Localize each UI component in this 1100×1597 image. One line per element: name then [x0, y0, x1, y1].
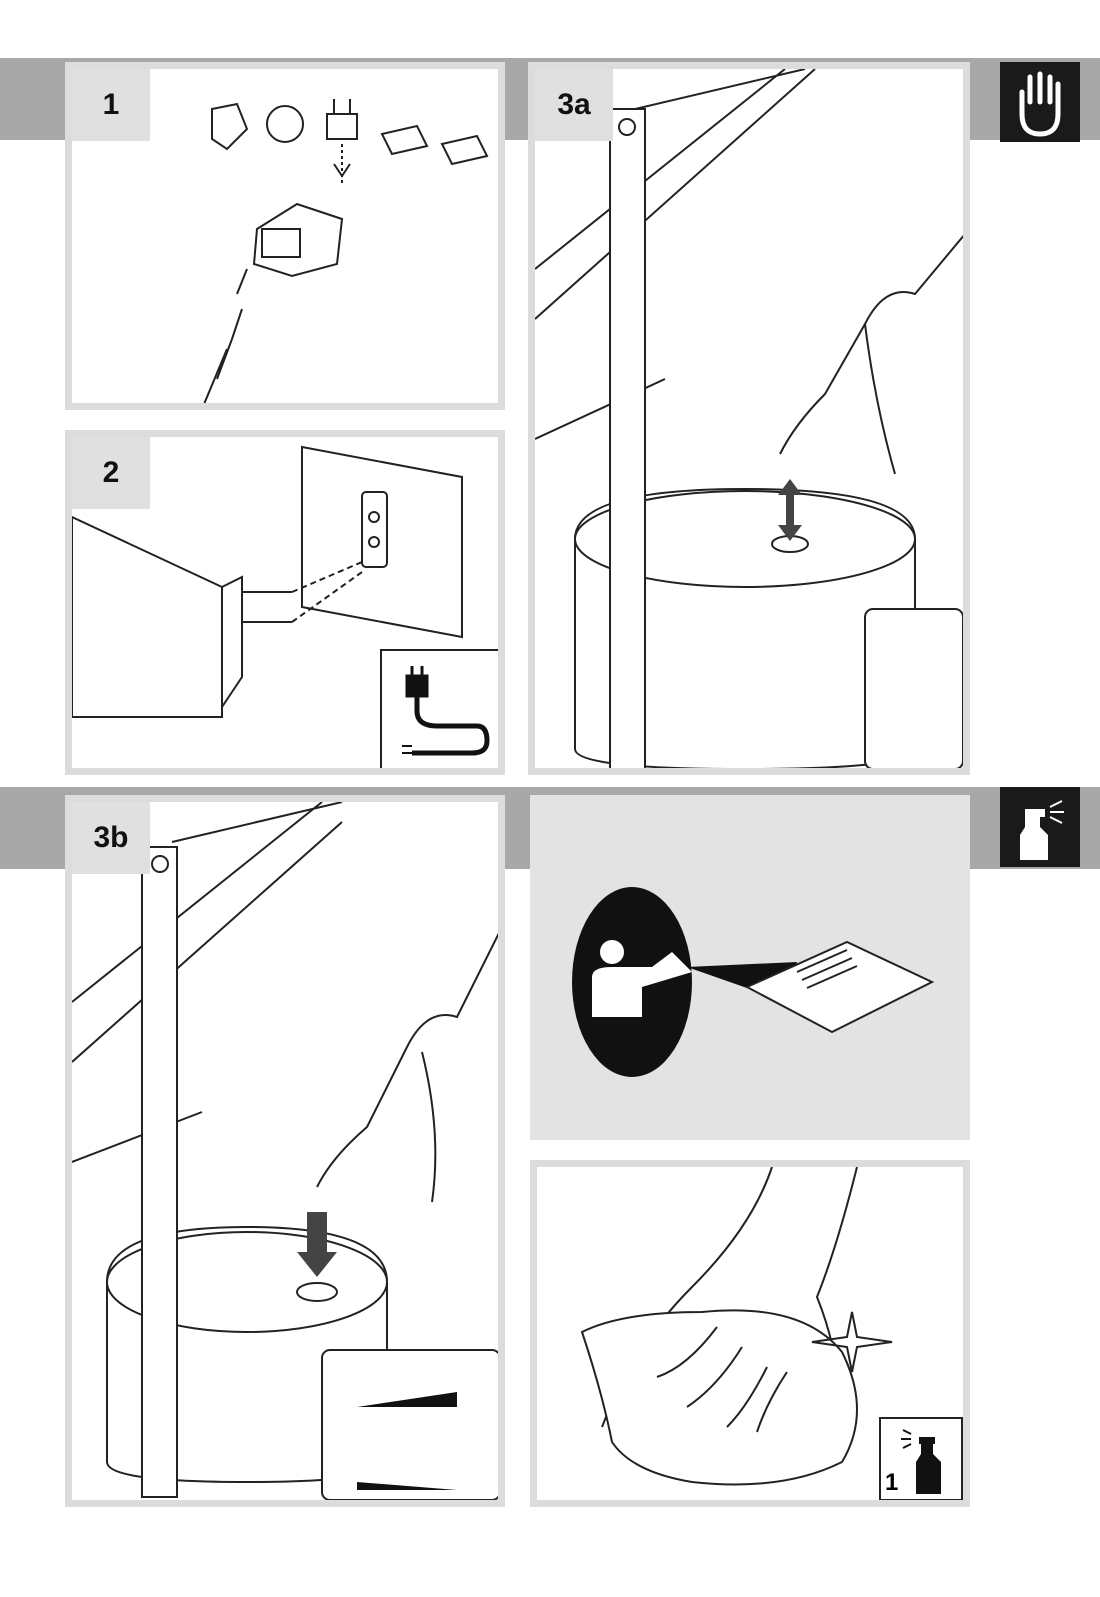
read-manual-icon	[572, 887, 935, 1077]
lamp-dimming-illustration	[72, 802, 498, 1500]
spray-count: 1	[885, 1469, 899, 1496]
step-2-panel: 2	[65, 430, 505, 775]
plug-cable-icon	[380, 649, 498, 768]
spray-count-box: 1	[879, 1417, 963, 1500]
spray-bottle-icon	[901, 1429, 941, 1494]
step-3b-panel: 3b	[65, 795, 505, 1507]
step-label: 2	[72, 437, 150, 509]
adapter-plugs-illustration	[203, 99, 489, 403]
spray-bottle-icon	[1000, 787, 1080, 867]
read-manual-panel	[530, 795, 970, 1140]
step-3a-panel: 3a	[528, 62, 970, 775]
step-1-panel: 1	[65, 62, 505, 410]
step-label: 3a	[535, 69, 613, 141]
cleaning-panel: 1	[530, 1160, 970, 1507]
step-label: 3b	[72, 802, 150, 874]
hand-stop-icon	[1000, 62, 1080, 142]
cleaning-illustration	[580, 1167, 893, 1486]
step-label: 1	[72, 69, 150, 141]
lamp-touch-illustration	[535, 69, 963, 768]
plug-into-socket-illustration	[72, 445, 463, 718]
